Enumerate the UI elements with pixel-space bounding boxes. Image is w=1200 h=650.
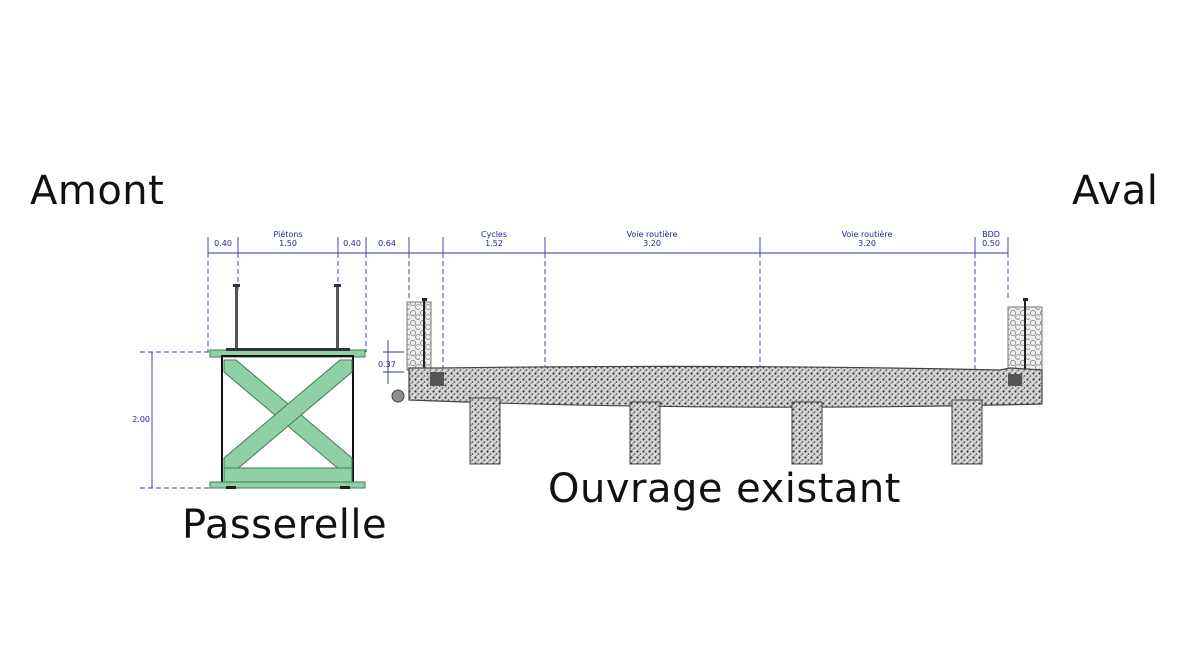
dim-voie1-value: 3.20 bbox=[643, 239, 661, 248]
dimension-chain: 0.40 Piétons 1.50 0.40 0.64 Cycles 1.52 … bbox=[207, 229, 1009, 375]
dim-voie2-value: 3.20 bbox=[858, 239, 876, 248]
pipe-icon bbox=[391, 389, 405, 403]
height-dimension: 2.00 bbox=[132, 351, 212, 489]
dim-0-37: 0.37 bbox=[378, 360, 396, 369]
dim-cycles-title: Cycles bbox=[481, 230, 507, 239]
ouvrage-existant-structure bbox=[406, 298, 1043, 465]
dim-2-00: 2.00 bbox=[132, 415, 150, 424]
dim-cycles-value: 1.52 bbox=[485, 239, 503, 248]
dim-voie1-title: Voie routière bbox=[627, 229, 678, 239]
dim-bdd-value: 0.50 bbox=[982, 239, 1000, 248]
passerelle-truss bbox=[209, 284, 366, 489]
ouvrage-existant-label: Ouvrage existant bbox=[548, 466, 901, 512]
dim-pietons-value: 1.50 bbox=[279, 239, 297, 248]
dim-bdd-title: BDD bbox=[982, 230, 1000, 239]
dim-pietons-title: Piétons bbox=[273, 229, 302, 239]
dim-0-40-right: 0.40 bbox=[343, 239, 361, 248]
amont-label: Amont bbox=[30, 168, 165, 214]
aval-label: Aval bbox=[1072, 168, 1159, 214]
dim-0-64: 0.64 bbox=[378, 239, 396, 248]
dim-0-40-left: 0.40 bbox=[214, 239, 232, 248]
dim-voie2-title: Voie routière bbox=[842, 229, 893, 239]
passerelle-label: Passerelle bbox=[182, 502, 388, 548]
pipe-dimension: 0.37 bbox=[378, 340, 405, 403]
